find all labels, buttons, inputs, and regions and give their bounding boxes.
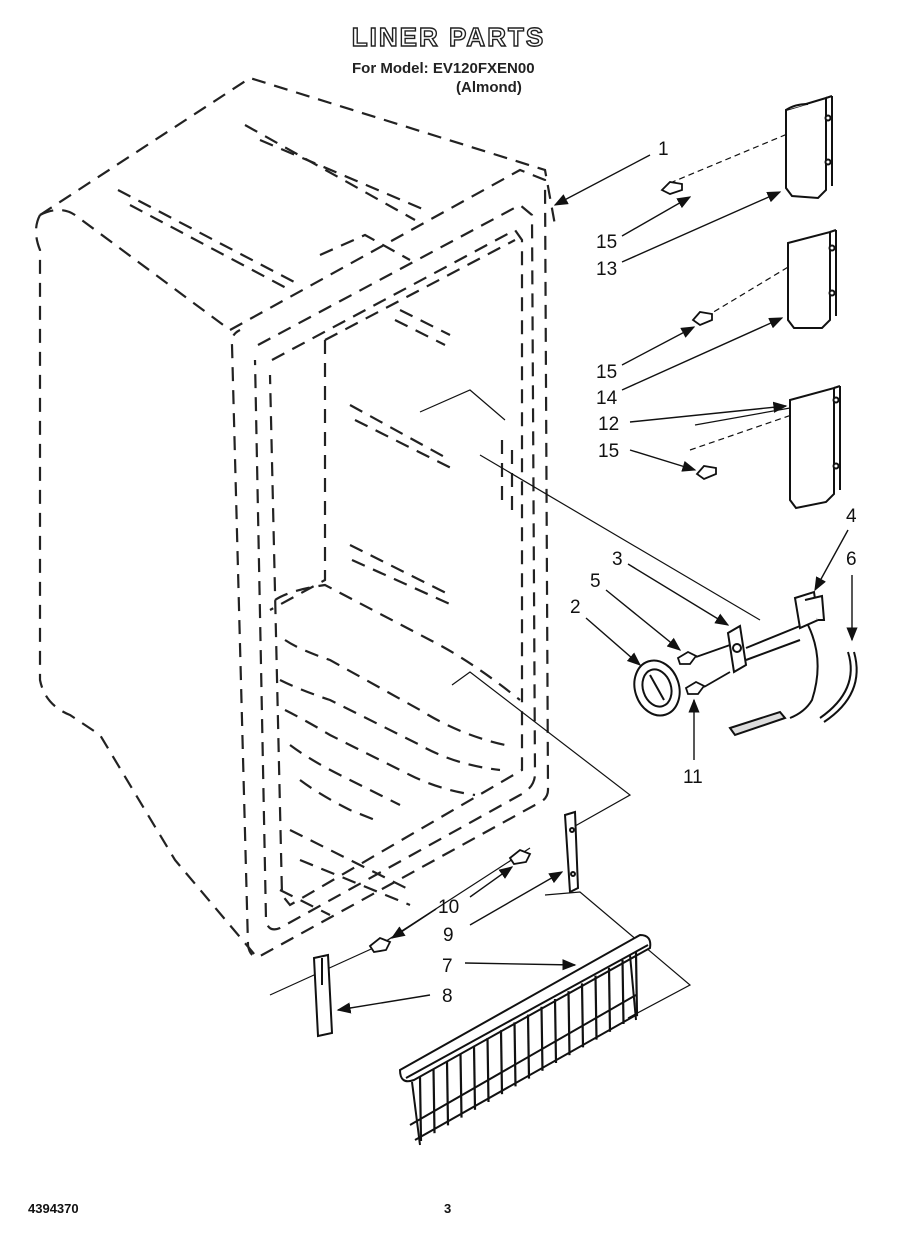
thermostat-knob [633, 659, 681, 717]
part-number: 4394370 [28, 1201, 79, 1216]
basket-wire [486, 1037, 490, 1103]
basket-wire [540, 1006, 544, 1071]
basket-wire [459, 1053, 463, 1118]
callout-4: 4 [846, 506, 857, 527]
basket-wire [634, 952, 639, 1017]
basket-wire [499, 1030, 504, 1095]
page-number: 3 [444, 1201, 452, 1216]
screw-10-lower [368, 936, 392, 953]
callout-7: 7 [442, 956, 453, 977]
callout-13: 13 [596, 259, 617, 280]
callout-15-top: 15 [596, 232, 617, 253]
screw-15-top [660, 181, 683, 195]
screw-15-mid [691, 311, 713, 327]
basket-bracket-8 [312, 953, 334, 1038]
basket-wire [594, 975, 598, 1040]
callout-15-mid: 15 [596, 362, 617, 383]
thermostat-bracket [726, 624, 801, 674]
screws-5-11 [676, 644, 731, 695]
basket-wire [553, 998, 558, 1064]
freezer-liner [34, 76, 557, 958]
model-line: For Model: EV120FXEN00 [352, 60, 535, 77]
basket-bracket-9 [563, 810, 580, 894]
callout-9: 9 [443, 925, 454, 946]
basket-wire [418, 1076, 423, 1142]
callout-numbers: 1 15 13 15 14 12 15 4 6 3 5 2 11 10 9 7 … [438, 139, 857, 1007]
basket-wire [513, 1022, 517, 1087]
basket-wire [580, 983, 585, 1048]
page-title: LINER PARTS [351, 21, 546, 52]
basket-wire [567, 991, 571, 1056]
callout-10: 10 [438, 897, 459, 918]
callout-1: 1 [658, 139, 669, 160]
basket-wire [607, 967, 612, 1032]
thermostat [728, 590, 826, 737]
callout-11: 11 [683, 767, 703, 788]
callout-6: 6 [846, 549, 857, 570]
screw-15-low [695, 465, 717, 481]
basket-wire [472, 1045, 477, 1110]
shelf-bracket-14 [787, 229, 837, 329]
basket-wires [418, 952, 639, 1142]
shelf-bracket-12 [789, 385, 841, 510]
shelf-bracket-13 [785, 95, 833, 200]
wire-basket [398, 933, 652, 1146]
color-line: (Almond) [456, 79, 522, 96]
basket-wire [526, 1014, 531, 1079]
basket-wire [621, 959, 625, 1025]
callout-5: 5 [590, 571, 601, 592]
callout-12: 12 [598, 414, 619, 435]
callout-8: 8 [442, 986, 453, 1007]
drain-tube [819, 651, 858, 723]
callout-14: 14 [596, 388, 618, 409]
screw-10-upper [508, 848, 532, 865]
leader-lines [336, 154, 858, 1014]
basket-wire [445, 1061, 450, 1126]
callout-3: 3 [612, 549, 623, 570]
callout-15-low: 15 [598, 441, 619, 462]
basket-wire [432, 1069, 436, 1134]
callout-2: 2 [570, 597, 581, 618]
